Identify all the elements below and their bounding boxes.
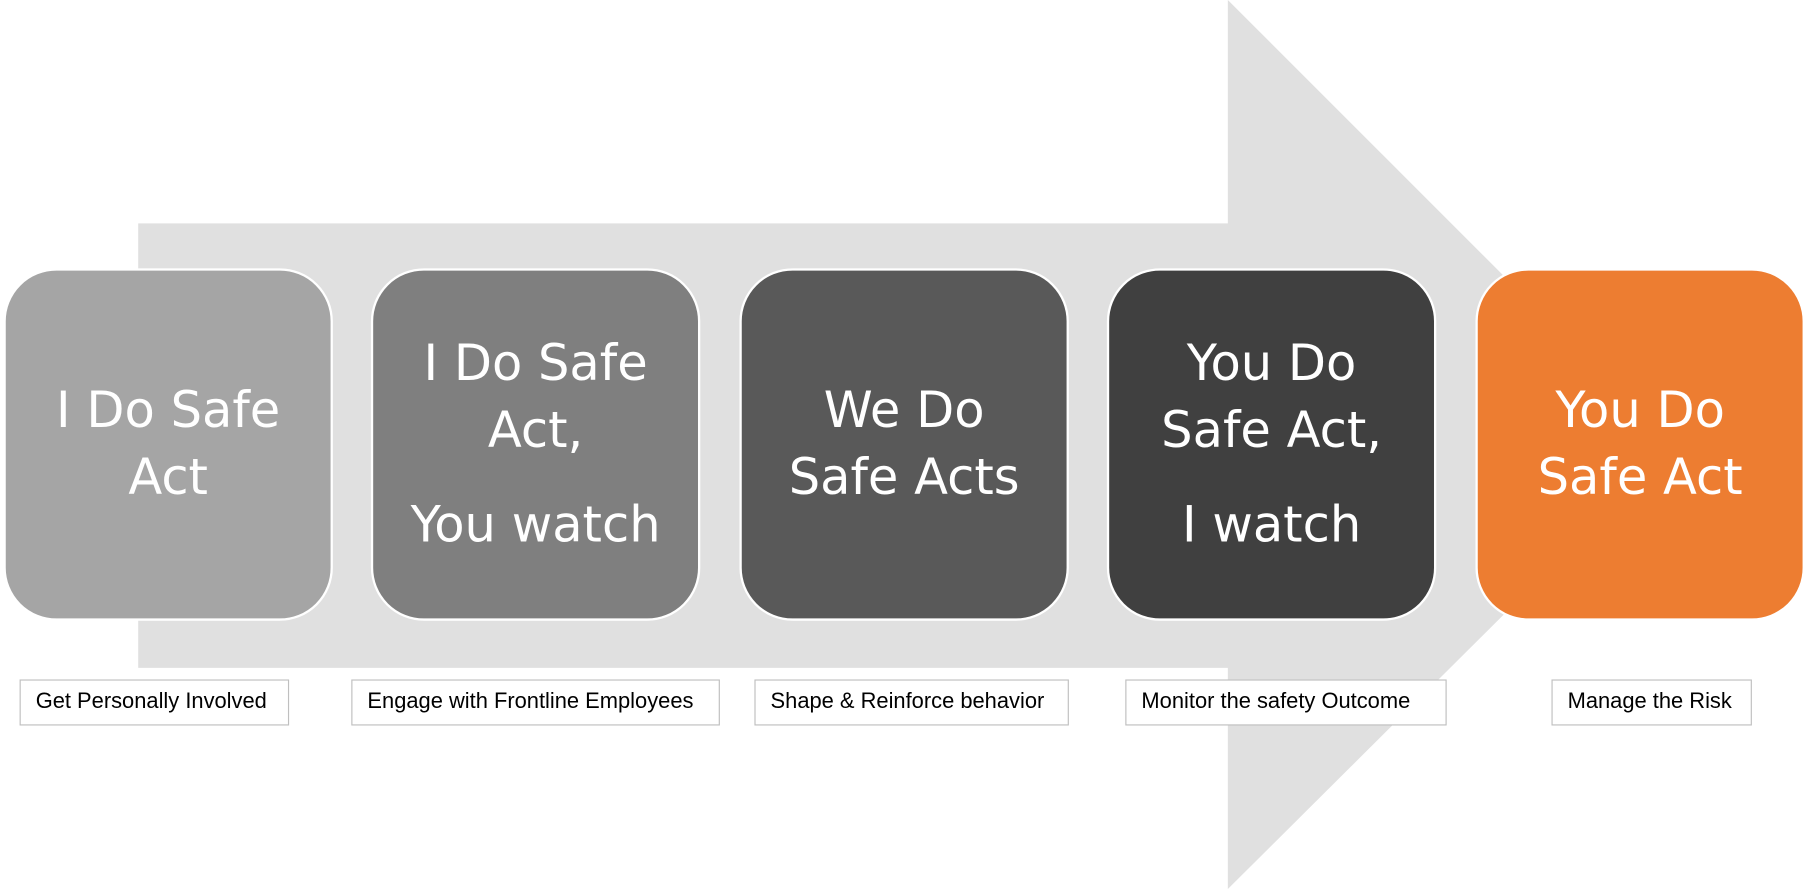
label-monitor-outcome: Monitor the safety Outcome xyxy=(1125,679,1447,726)
label-manage-risk: Manage the Risk xyxy=(1551,679,1752,726)
label-engage-frontline: Engage with Frontline Employees xyxy=(351,679,720,726)
step-text: I Do Safe xyxy=(56,382,281,440)
step-3-box: We Do Safe Acts xyxy=(739,268,1069,621)
step-text: We Do xyxy=(823,382,985,440)
step-text: You Do xyxy=(1186,335,1357,393)
step-text: Safe Acts xyxy=(788,449,1020,507)
step-4-box: You Do Safe Act, I watch xyxy=(1106,268,1437,621)
label-get-personally-involved: Get Personally Involved xyxy=(19,679,290,726)
step-text: You Do xyxy=(1555,382,1725,440)
step-text: I Do Safe xyxy=(423,335,648,393)
step-text: Safe Act xyxy=(1537,449,1743,507)
label-shape-reinforce: Shape & Reinforce behavior xyxy=(754,679,1069,726)
step-text: You watch xyxy=(410,496,661,554)
step-5-box: You Do Safe Act xyxy=(1475,268,1805,621)
step-text: Act xyxy=(128,449,208,507)
step-text: I watch xyxy=(1181,496,1362,554)
step-text: Safe Act, xyxy=(1161,401,1383,460)
step-text: Act, xyxy=(487,401,584,460)
